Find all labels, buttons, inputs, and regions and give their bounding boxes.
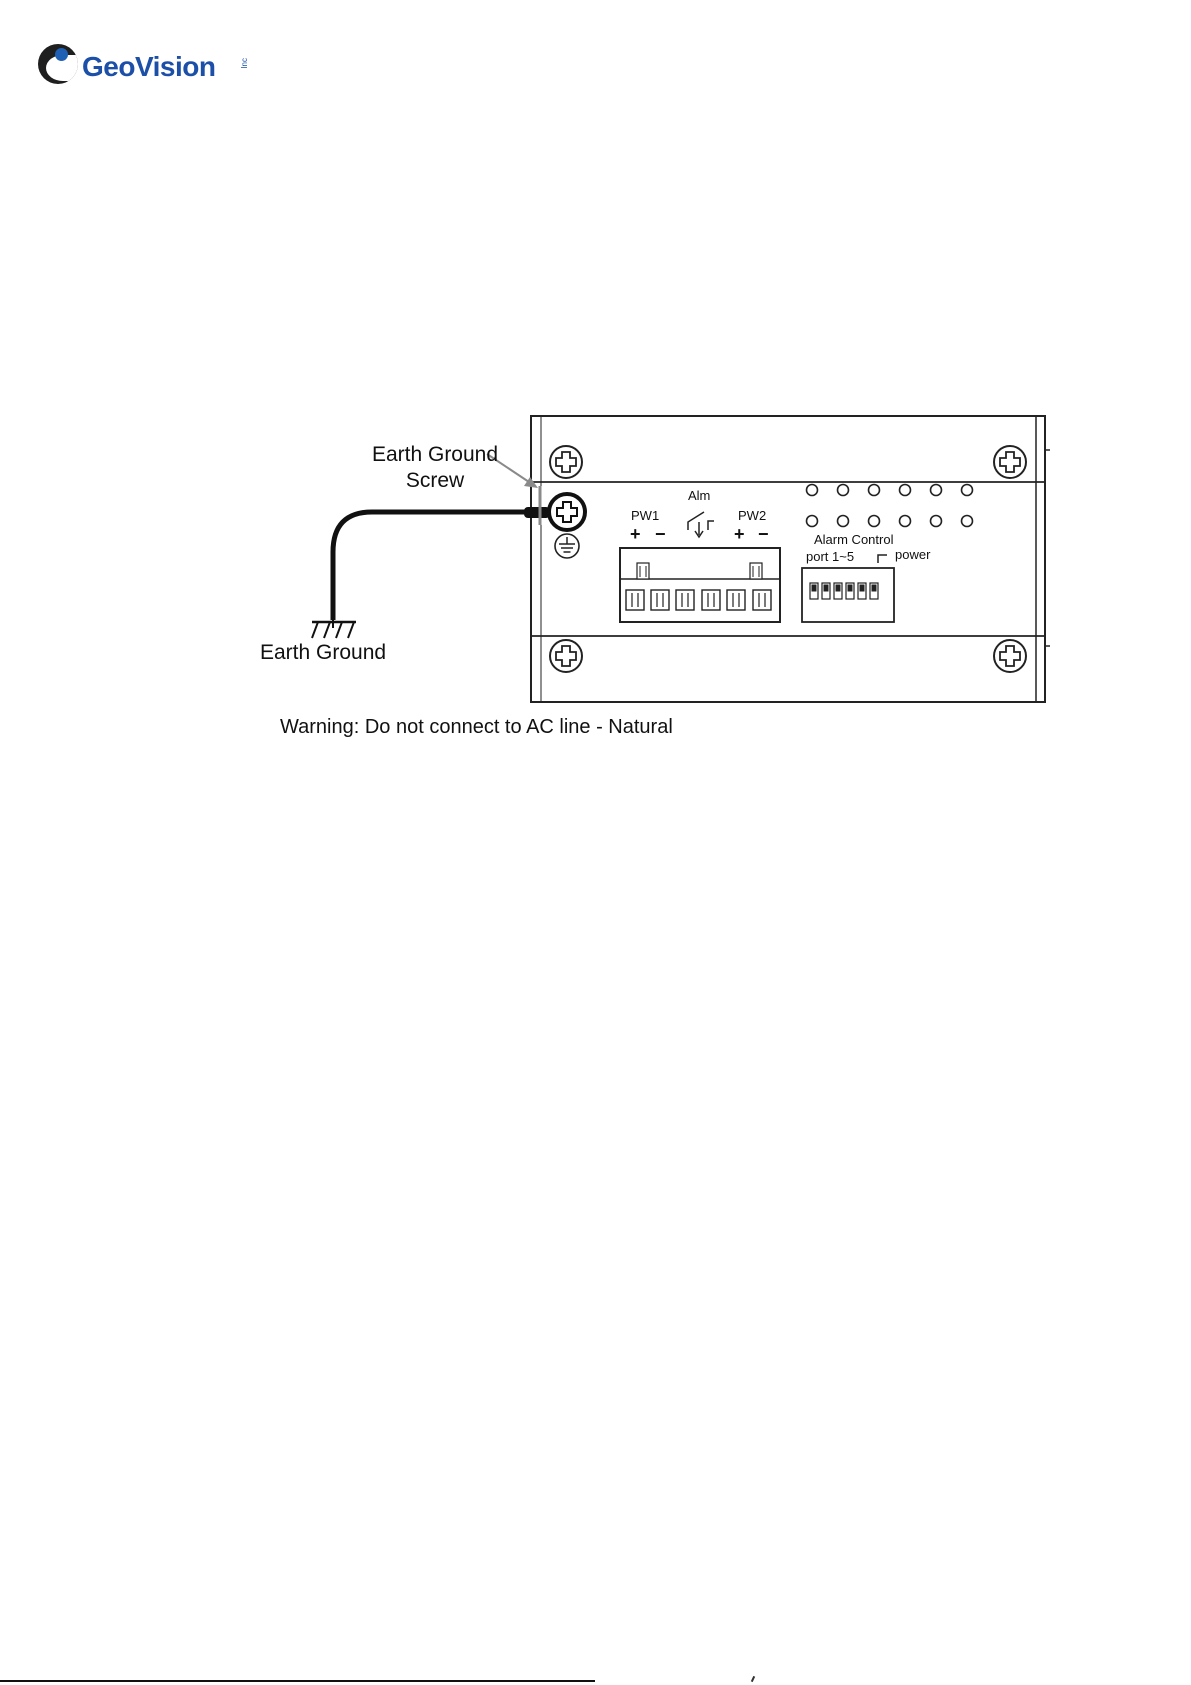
led-indicators — [807, 485, 973, 527]
pw2-label: PW2 — [738, 508, 766, 523]
switch-device-front — [531, 416, 1050, 702]
port-power-bracket — [878, 555, 887, 563]
mounting-screw-top-right — [994, 446, 1026, 478]
alarm-control-label: Alarm Control — [814, 532, 894, 547]
alm-label: Alm — [688, 488, 710, 503]
pw1-minus-label: − — [655, 524, 666, 544]
footer-rule — [0, 1680, 595, 1682]
ground-wire — [333, 512, 526, 628]
pw1-label: PW1 — [631, 508, 659, 523]
earth-ground-label: Earth Ground — [260, 641, 386, 664]
pw2-plus-label: + — [734, 524, 745, 544]
mounting-screw-bottom-right — [994, 640, 1026, 672]
pw1-plus-label: + — [630, 524, 641, 544]
mounting-screw-top-left — [550, 446, 582, 478]
relay-symbol-icon — [688, 512, 714, 537]
earth-ground-screw-label-line1: Earth Ground — [372, 443, 498, 466]
pw2-minus-label: − — [758, 524, 769, 544]
power-terminal-block — [620, 548, 780, 622]
warning-text: Warning: Do not connect to AC line - Nat… — [280, 716, 673, 738]
earth-ground-screw-label-line2: Screw — [406, 469, 465, 492]
mounting-screw-bottom-left — [550, 640, 582, 672]
power-label: power — [895, 547, 931, 562]
ground-symbol-icon — [555, 534, 579, 558]
port-label: port 1~5 — [806, 549, 854, 564]
earth-ground-screw-icon — [524, 486, 585, 530]
alarm-dip-switch — [802, 568, 894, 622]
